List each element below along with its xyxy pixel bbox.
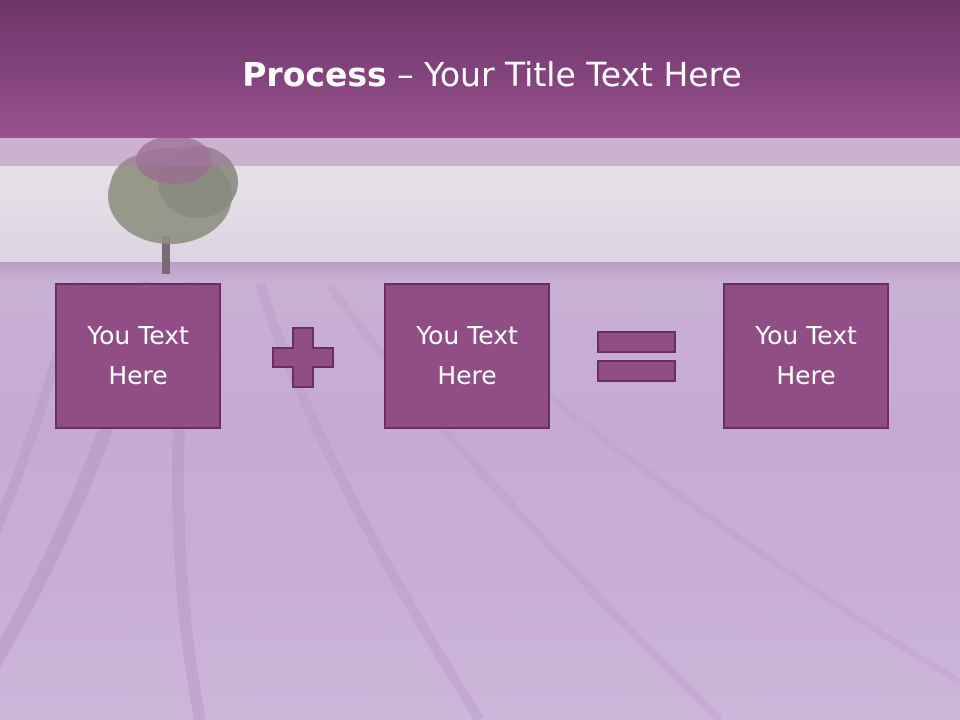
plus-icon — [272, 327, 334, 388]
title-text: – Your Title Text Here — [386, 55, 742, 94]
process-box-3[interactable]: You Text Here — [723, 283, 889, 429]
process-box-2[interactable]: You Text Here — [384, 283, 550, 429]
process-box-1-text: You Text Here — [87, 321, 189, 390]
process-box-3-text: You Text Here — [755, 321, 857, 390]
tree-icon — [108, 136, 238, 274]
field-horizon — [0, 262, 960, 282]
process-box-2-text: You Text Here — [416, 321, 518, 390]
slide-title: Process – Your Title Text Here — [0, 53, 960, 97]
process-box-1[interactable]: You Text Here — [55, 283, 221, 429]
title-bar: Process – Your Title Text Here — [0, 0, 960, 138]
title-bold: Process — [242, 55, 387, 94]
header-shadow-band — [0, 138, 960, 166]
equals-icon — [597, 331, 676, 382]
